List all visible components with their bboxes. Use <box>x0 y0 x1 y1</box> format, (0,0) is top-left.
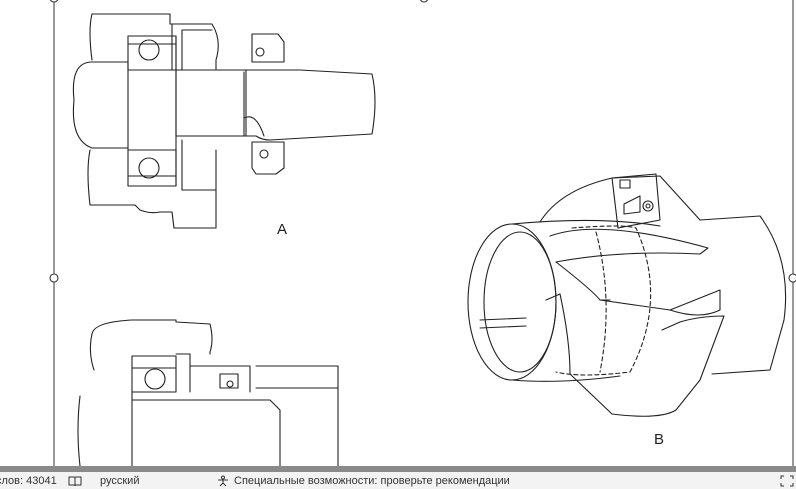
figure-label-a: A <box>277 221 288 238</box>
resize-handle-right <box>788 273 796 283</box>
resize-handle-top-left <box>49 0 59 3</box>
accessibility-checker[interactable]: Специальные возможности: проверьте реком… <box>216 474 510 488</box>
bearing-ball-bottom <box>138 157 160 179</box>
resize-handle-left <box>49 273 59 283</box>
figure-a-bearing-assembly <box>72 13 376 229</box>
figure-b-sleeve-installation <box>467 173 787 417</box>
language-indicator[interactable]: русский <box>68 474 139 488</box>
book-icon <box>68 476 82 487</box>
focus-mode-button[interactable] <box>780 474 794 488</box>
document-canvas: A B <box>0 0 796 466</box>
word-count[interactable]: слов: 43041 <box>0 475 57 487</box>
figure-c-bearing-partial <box>77 319 339 466</box>
resize-handle-top-mid <box>419 0 429 3</box>
figure-label-b: B <box>654 431 665 448</box>
bearing-ball-lower <box>144 368 166 390</box>
focus-icon <box>780 475 794 487</box>
technical-drawing[interactable] <box>0 0 796 466</box>
bearing-ball-top <box>138 39 160 61</box>
picture-selection-frame <box>49 0 796 466</box>
status-bar: слов: 43041 русский Специальные возможно… <box>0 466 796 489</box>
accessibility-icon <box>218 475 228 487</box>
